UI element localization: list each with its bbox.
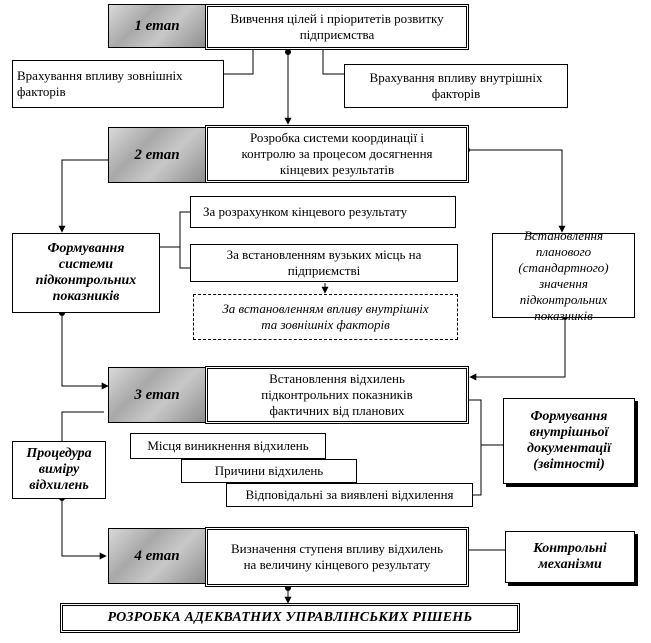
final-decisions-box: РОЗРОБКА АДЕКВАТНИХ УПРАВЛІНСЬКИХ РІШЕНЬ — [60, 603, 520, 633]
method-final-result: За розрахунком кінцевого результату — [190, 196, 456, 228]
line-internal-factors — [322, 50, 344, 75]
arrow-procedure-stage4 — [61, 498, 107, 560]
method-bottlenecks: За встановленням вузьких місць на підпри… — [190, 244, 458, 282]
bracket-methods — [160, 211, 190, 248]
stage2-box: Розробка системи координації і контролю … — [205, 125, 469, 183]
formation-box: Формування системи підконтрольних показн… — [12, 233, 160, 313]
method-factors: За встановленням впливу внутрішніх та зо… — [193, 294, 458, 340]
arrow-planned-stage3 — [469, 317, 566, 381]
stage3-box: Встановлення відхилень підконтрольних по… — [205, 366, 469, 424]
line-procedure — [61, 411, 104, 441]
planned-value-box: Встановлення планового (стандартного) зн… — [492, 228, 635, 323]
stage1-box: Вивчення цілей і пріоритетів розвитку пі… — [205, 4, 469, 50]
bracket-deviations — [467, 399, 482, 496]
deviation-causes: Причини відхилень — [181, 459, 357, 483]
arrow-stage2-planned — [467, 149, 566, 233]
stage4-box: Визначення ступеня впливу відхилень на в… — [205, 527, 469, 587]
deviation-place: Місця виникнення відхилень — [130, 433, 326, 459]
line-external-factors — [224, 50, 254, 75]
arrow-formation-stage3 — [61, 313, 109, 390]
deviation-responsible: Відповідальні за виявлені відхилення — [226, 483, 473, 507]
stage2-label: 2 етап — [108, 127, 206, 183]
arrow-stage2-formation — [58, 159, 108, 233]
control-mechanisms-box: Контрольні механізми — [505, 531, 635, 583]
documentation-box: Формування внутрішньої документації (зві… — [503, 398, 635, 484]
external-factors-box: Врахування впливу зовнішніх факторів — [12, 60, 224, 108]
stage1-label: 1 етап — [108, 4, 206, 48]
internal-factors-box: Врахування впливу внутрішніх факторів — [344, 64, 568, 108]
procedure-box: Процедура виміру відхилень — [12, 441, 106, 499]
stage3-label: 3 етап — [108, 367, 206, 423]
stage4-label: 4 етап — [108, 528, 206, 584]
